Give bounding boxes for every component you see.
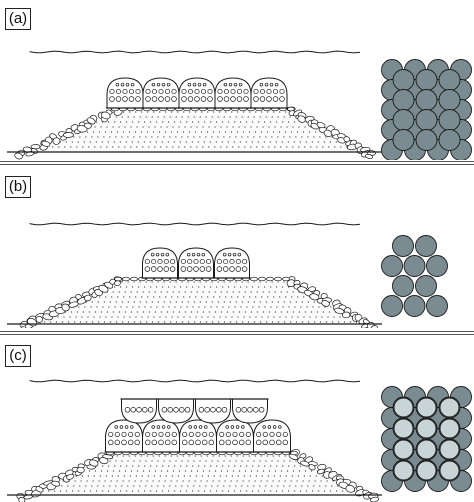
plan-circle — [415, 129, 438, 151]
sand-mound — [22, 108, 372, 152]
stacked-reef-unit — [194, 398, 232, 424]
rock-armor — [19, 276, 379, 328]
stacked-reef-unit — [120, 398, 158, 424]
plan-circle — [415, 89, 438, 111]
reef-unit — [142, 77, 180, 109]
plan-circle — [392, 129, 415, 151]
plan-circle-upper — [393, 397, 414, 418]
plan-circle — [392, 89, 415, 111]
plan-view-grid — [381, 59, 472, 160]
plan-circle — [381, 295, 403, 317]
panel-c-label: (c) — [5, 345, 31, 367]
plan-circle — [438, 109, 461, 131]
reef-unit — [214, 77, 252, 109]
plan-circle — [415, 235, 437, 257]
plan-view-grid — [381, 386, 472, 492]
plan-circle-upper — [393, 439, 414, 460]
plan-circle-upper — [416, 418, 437, 439]
plan-circle-upper — [439, 439, 460, 460]
reef-unit — [178, 419, 218, 453]
plan-circle — [415, 109, 438, 131]
reef-unit — [252, 419, 292, 453]
plan-view-grid — [381, 235, 448, 317]
panel-a-diagram — [7, 50, 472, 160]
panel-c-diagram — [7, 379, 472, 502]
stacked-reef-unit — [231, 398, 269, 424]
reef-unit — [215, 419, 255, 453]
divider-b-c — [0, 331, 474, 335]
water-surface-line — [29, 50, 361, 54]
plan-circle — [403, 295, 426, 317]
panel-a-label: (a) — [5, 8, 31, 30]
plan-circle — [426, 295, 448, 317]
plan-circle — [381, 255, 403, 277]
sand-stipple — [46, 111, 354, 148]
stacked-reef-unit — [157, 398, 195, 424]
panel-b-diagram — [7, 222, 448, 328]
plan-circle — [438, 89, 461, 111]
reef-unit — [141, 419, 181, 453]
plan-circle — [392, 69, 415, 91]
plan-circle — [438, 69, 461, 91]
reef-unit — [104, 419, 144, 453]
reef-unit — [141, 247, 179, 279]
reef-unit — [250, 77, 288, 109]
water-surface-line — [29, 379, 361, 383]
sand-mound — [22, 452, 372, 495]
plan-circle — [392, 109, 415, 131]
plan-circle-upper — [393, 460, 414, 481]
plan-circle-upper — [416, 439, 437, 460]
sand-mound — [22, 278, 372, 324]
rock-armor — [14, 106, 377, 160]
reef-unit — [177, 247, 215, 279]
plan-circle-upper — [416, 397, 437, 418]
plan-circle — [392, 275, 414, 297]
rock-armor — [16, 449, 379, 502]
water-surface-line — [29, 222, 361, 226]
plan-circle-upper — [439, 397, 460, 418]
reef-unit — [178, 77, 216, 109]
plan-circle — [403, 255, 426, 277]
reef-unit — [213, 247, 251, 279]
plan-circle-upper — [439, 418, 460, 439]
divider-a-b — [0, 161, 474, 165]
plan-circle-upper — [416, 460, 437, 481]
reef-unit — [106, 77, 144, 109]
plan-circle — [415, 275, 437, 297]
plan-circle-upper — [439, 460, 460, 481]
plan-circle — [415, 69, 438, 91]
plan-circle-upper — [393, 418, 414, 439]
panel-b-label: (b) — [5, 176, 31, 198]
plan-circle — [438, 129, 461, 151]
plan-circle — [426, 255, 448, 277]
plan-circle — [392, 235, 414, 257]
